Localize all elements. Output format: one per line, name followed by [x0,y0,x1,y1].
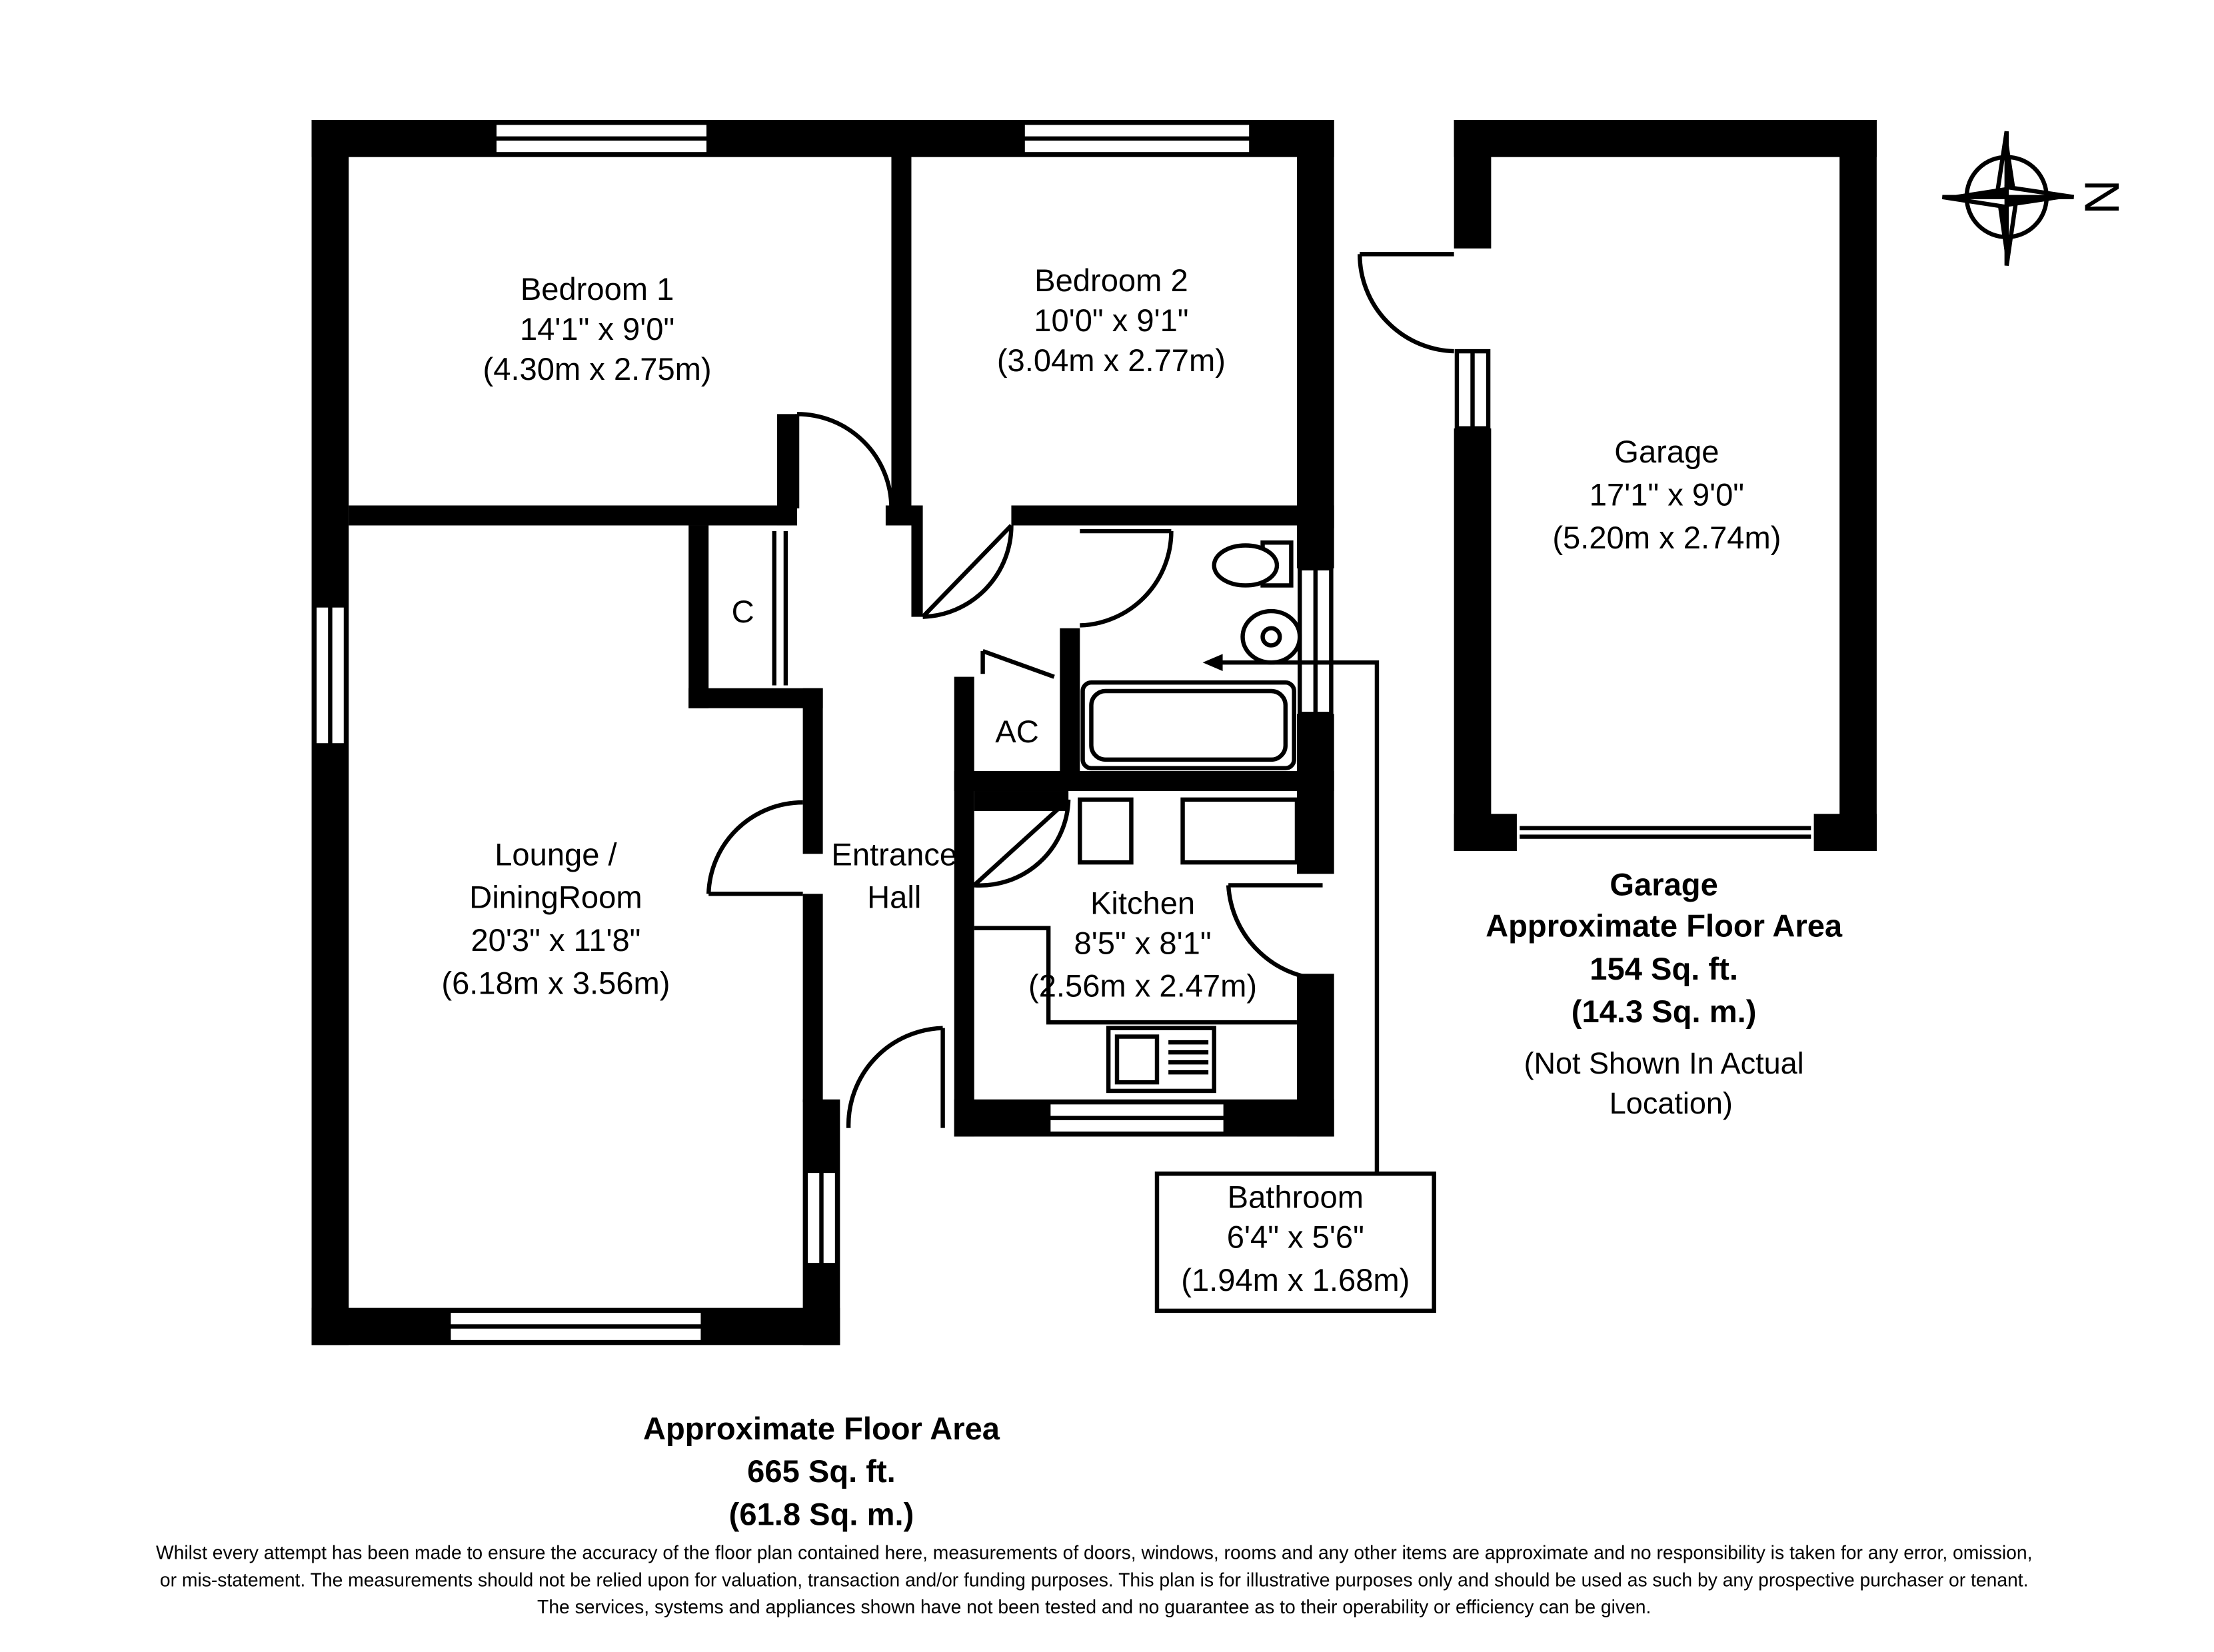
bathroom-metric: (1.94m x 1.68m) [1181,1262,1410,1297]
main-area-title: Approximate Floor Area [643,1411,1000,1446]
lounge-metric: (6.18m x 3.56m) [441,965,670,1000]
house-windows [312,121,1334,1345]
garage-imperial: 17'1" x 9'0" [1590,476,1744,512]
bathroom-name: Bathroom [1228,1180,1364,1215]
main-area-sqft: 665 Sq. ft. [747,1453,896,1489]
compass-north-label: N [2075,179,2129,215]
garage-area-sqm: (14.3 Sq. m.) [1572,994,1757,1029]
main-area-sqm: (61.8 Sq. m.) [729,1496,914,1531]
bedroom1-imperial: 14'1" x 9'0" [520,311,674,347]
hall-name-1: Entrance [831,836,957,872]
garage-area-summary: Garage Approximate Floor Area 154 Sq. ft… [1486,866,1843,1120]
garage-note-1: (Not Shown In Actual [1524,1046,1804,1080]
main-area-summary: Approximate Floor Area 665 Sq. ft. (61.8… [643,1411,1000,1532]
garage-area-title: Garage [1610,866,1717,902]
airing-cupboard-label: AC [995,714,1038,749]
bathroom-imperial: 6'4" x 5'6" [1227,1220,1364,1255]
bedroom1-metric: (4.30m x 2.75m) [483,351,712,387]
bedroom2-metric: (3.04m x 2.77m) [997,343,1226,378]
lounge-name-2: DiningRoom [469,880,642,915]
disclaimer-line-3: The services, systems and appliances sho… [537,1596,1651,1617]
garage-area-sqft: 154 Sq. ft. [1590,951,1738,986]
garage-name: Garage [1614,434,1719,469]
room-labels: Bedroom 1 14'1" x 9'0" (4.30m x 2.75m) B… [441,263,1781,1313]
garage-area-subtitle: Approximate Floor Area [1486,908,1843,944]
disclaimer-line-2: or mis-statement. The measurements shoul… [160,1569,2029,1590]
compass-icon: N [1941,131,2129,266]
bedroom2-name: Bedroom 2 [1034,263,1188,298]
cupboard-label: C [732,594,754,629]
bedroom2-imperial: 10'0" x 9'1" [1034,303,1188,338]
disclaimer-line-1: Whilst every attempt has been made to en… [156,1542,2032,1563]
bedroom1-name: Bedroom 1 [521,271,674,307]
lounge-imperial: 20'3" x 11'8" [471,922,640,958]
hall-name-2: Hall [867,880,921,915]
garage-note-2: Location) [1610,1086,1733,1120]
bathroom-label-box [1154,1172,1436,1313]
house-doors [706,412,1329,1128]
fixtures [974,540,1380,1174]
kitchen-metric: (2.56m x 2.47m) [1028,968,1257,1004]
garage-walls [1358,119,1877,851]
kitchen-name: Kitchen [1090,885,1195,920]
kitchen-imperial: 8'5" x 8'1" [1074,925,1212,960]
lounge-name-1: Lounge / [495,836,617,872]
garage-metric: (5.20m x 2.74m) [1552,520,1781,555]
disclaimer: Whilst every attempt has been made to en… [156,1542,2032,1617]
